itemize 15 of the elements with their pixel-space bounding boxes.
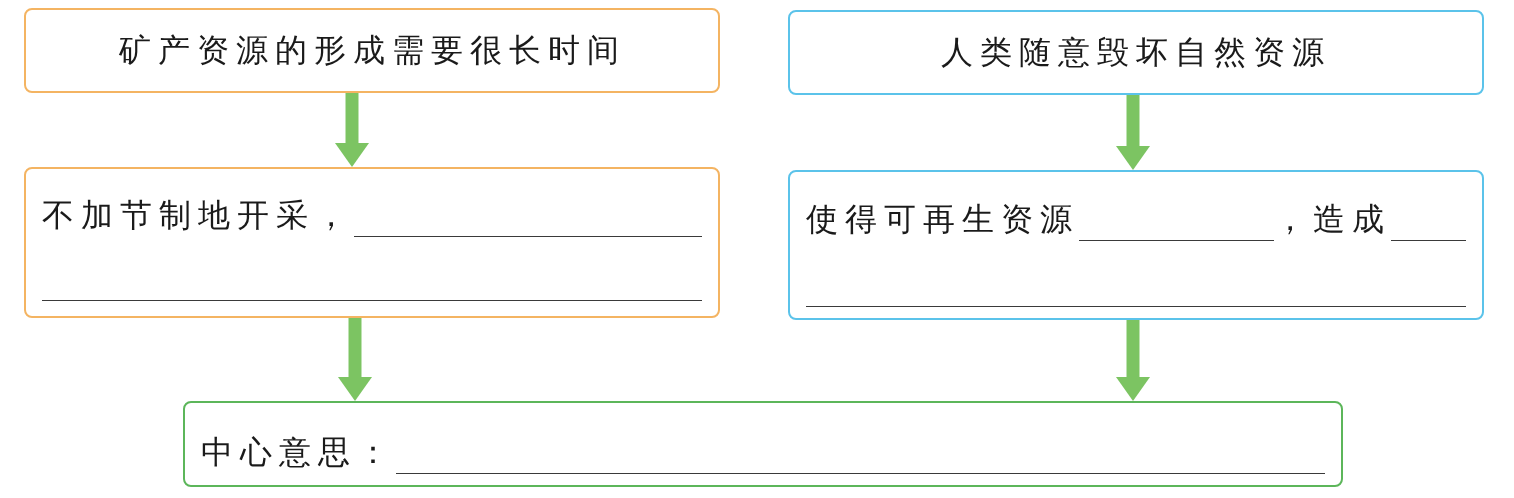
process-box <box>788 170 1484 320</box>
box-text: 不加节制地开采， <box>42 195 354 236</box>
process-box <box>788 10 1484 95</box>
box-text: 矿产资源的形成需要很长时间 <box>118 30 626 71</box>
box-text: ，造成 <box>1274 199 1391 240</box>
box-text: 中心意思： <box>201 432 396 473</box>
process-box <box>24 8 720 93</box>
arrow <box>335 93 369 167</box>
box-text: 使得可再生资源 <box>806 199 1079 240</box>
process-box <box>24 167 720 318</box>
arrow <box>338 318 372 401</box>
box-text: 人类随意毁坏自然资源 <box>941 32 1331 73</box>
arrow <box>1116 320 1150 401</box>
arrow <box>1116 95 1150 170</box>
process-box <box>183 401 1343 487</box>
